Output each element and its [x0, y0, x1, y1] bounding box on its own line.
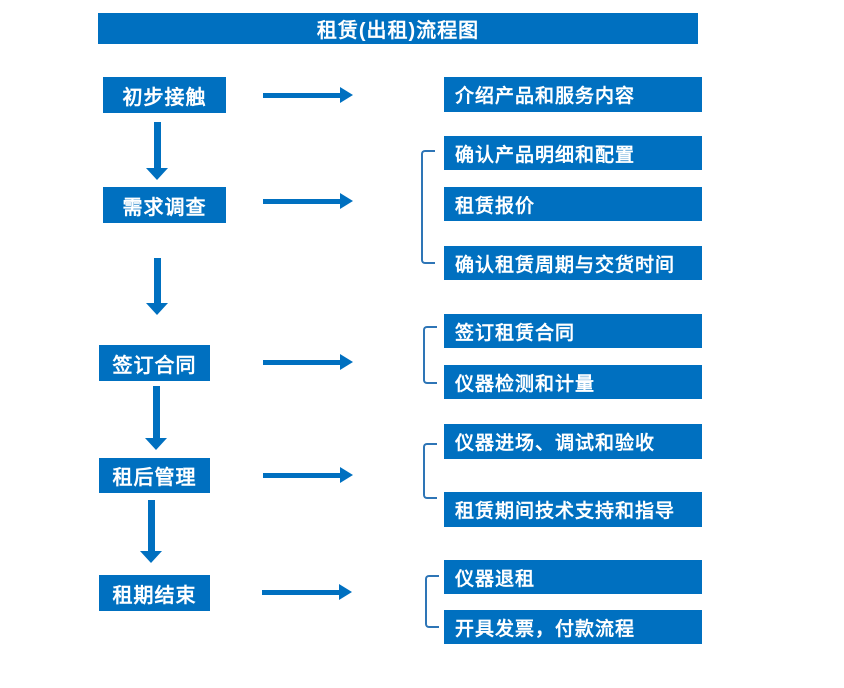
stage-box-rental-end: 租期结束 — [99, 575, 210, 611]
stage-box-initial-contact: 初步接触 — [103, 77, 226, 113]
output-box-instrument-setup-acceptance: 仪器进场、调试和验收 — [444, 424, 702, 459]
output-box-confirm-product-details: 确认产品明细和配置 — [444, 136, 702, 170]
arrow-shaft — [262, 590, 340, 595]
arrow-head — [146, 168, 168, 180]
output-box-instrument-return: 仪器退租 — [444, 560, 702, 594]
arrow-down-icon-3 — [145, 386, 168, 450]
arrow-down-icon-2 — [146, 258, 169, 315]
arrow-shaft — [153, 386, 160, 438]
arrow-head — [340, 467, 353, 483]
arrow-head — [340, 87, 353, 103]
arrow-down-icon-4 — [140, 500, 163, 563]
bracket-left-2 — [423, 326, 437, 384]
output-box-invoice-payment: 开具发票，付款流程 — [444, 610, 702, 644]
arrow-shaft — [263, 93, 341, 98]
stage-box-sign-contract: 签订合同 — [99, 345, 210, 381]
arrow-shaft — [263, 473, 341, 478]
output-box-introduce-products: 介绍产品和服务内容 — [444, 77, 702, 112]
arrow-head — [340, 193, 353, 209]
bracket-left-4 — [425, 575, 439, 628]
arrow-right-icon-4 — [263, 467, 353, 483]
arrow-head — [140, 551, 162, 563]
arrow-shaft — [154, 258, 161, 303]
arrow-right-icon-1 — [263, 87, 353, 103]
output-box-technical-support: 租赁期间技术支持和指导 — [444, 492, 702, 527]
bracket-left-1 — [421, 150, 435, 264]
output-box-rental-quote: 租赁报价 — [444, 187, 702, 221]
arrow-shaft — [263, 360, 341, 365]
arrow-shaft — [148, 500, 155, 551]
arrow-head — [340, 354, 353, 370]
arrow-down-icon-1 — [146, 122, 169, 180]
stage-box-post-rental-management: 租后管理 — [99, 458, 210, 493]
title-bar: 租赁(出租)流程图 — [98, 13, 698, 44]
arrow-head — [339, 584, 352, 600]
arrow-right-icon-5 — [262, 584, 352, 600]
bracket-left-3 — [423, 443, 437, 499]
arrow-right-icon-3 — [263, 354, 353, 370]
arrow-head — [146, 303, 168, 315]
arrow-shaft — [154, 122, 161, 168]
arrow-shaft — [263, 199, 341, 204]
page-title: 租赁(出租)流程图 — [316, 20, 480, 42]
arrow-right-icon-2 — [263, 193, 353, 209]
output-box-sign-rental-contract: 签订租赁合同 — [444, 314, 702, 348]
stage-box-needs-survey: 需求调查 — [103, 187, 226, 223]
output-box-confirm-rental-period: 确认租赁周期与交货时间 — [444, 246, 702, 280]
output-box-instrument-testing: 仪器检测和计量 — [444, 365, 702, 399]
arrow-head — [145, 438, 167, 450]
